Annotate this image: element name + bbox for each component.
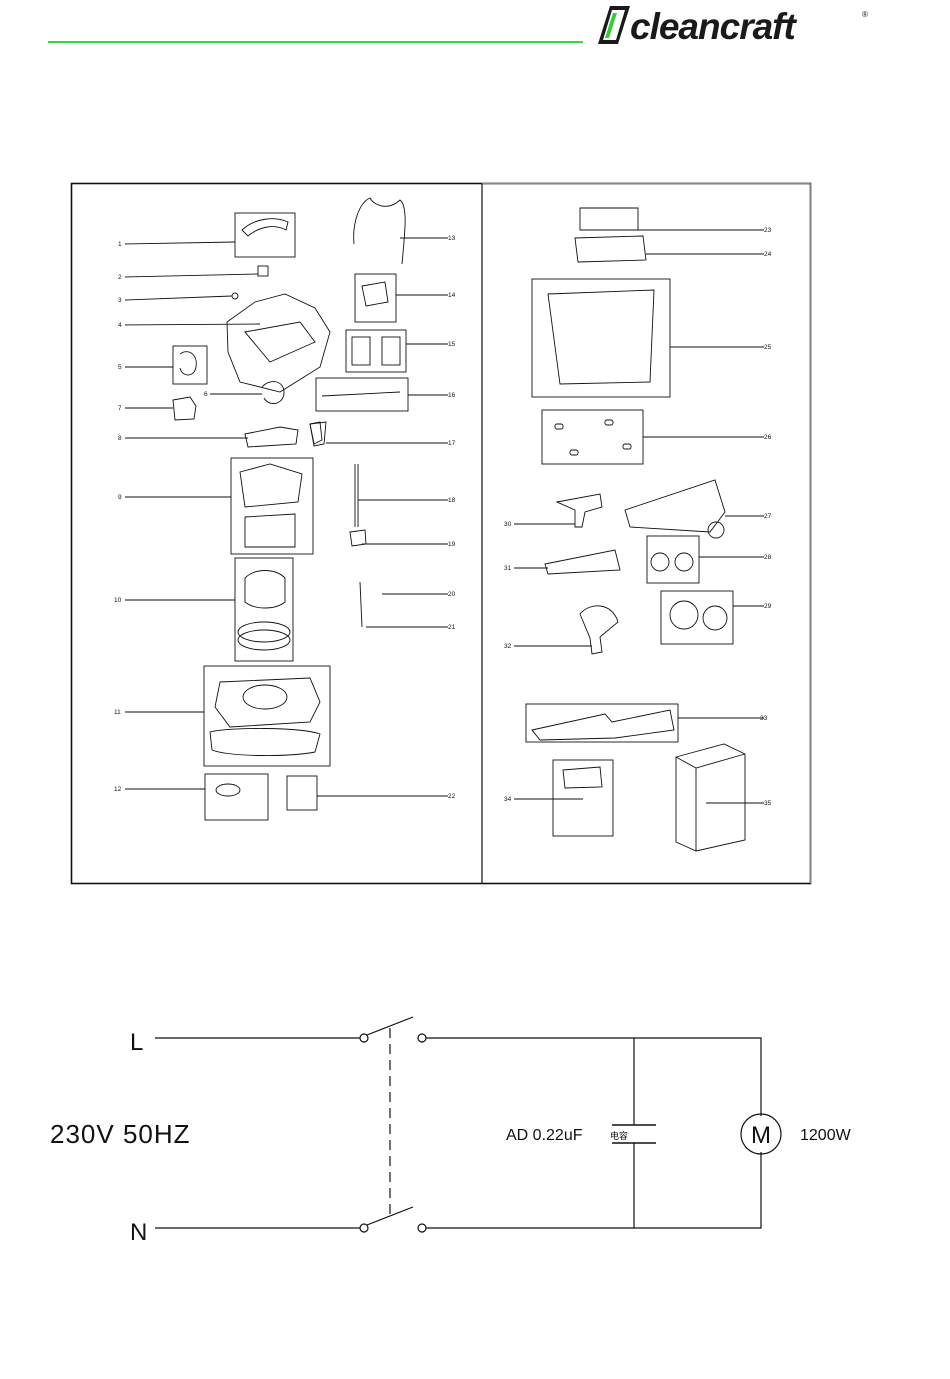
part-label-27: 27 bbox=[764, 513, 772, 520]
part-label-24: 24 bbox=[764, 251, 772, 258]
part-label-32: 32 bbox=[504, 643, 512, 650]
part-label-15: 15 bbox=[448, 341, 456, 348]
brand-name: cleancraft bbox=[630, 6, 795, 48]
wiring-diagram: L N 230V 50HZ AD 0.22uF 电容 M 1200W bbox=[40, 1000, 920, 1260]
part-label-20: 20 bbox=[448, 591, 456, 598]
part-label-19: 19 bbox=[448, 541, 456, 548]
part-label-30: 30 bbox=[504, 521, 512, 528]
exploded-view-figure: 1 2 3 4 5 6 7 8 9 10 11 12 13 14 15 16 1… bbox=[70, 182, 812, 885]
part-label-34: 34 bbox=[504, 796, 512, 803]
part-label-17: 17 bbox=[448, 440, 456, 447]
part-label-16: 16 bbox=[448, 392, 456, 399]
part-label-33: 33 bbox=[760, 715, 768, 722]
header-rule bbox=[48, 41, 583, 43]
part-label-21: 21 bbox=[448, 624, 456, 631]
part-label-22: 22 bbox=[448, 793, 456, 800]
part-label-5: 5 bbox=[118, 364, 122, 371]
exploded-parts-diagram: 1 2 3 4 5 6 7 8 9 10 11 12 13 14 15 16 1… bbox=[70, 182, 812, 885]
part-label-8: 8 bbox=[118, 435, 122, 442]
capacitor-suffix: 电容 bbox=[610, 1130, 628, 1141]
part-label-12: 12 bbox=[114, 786, 122, 793]
part-label-14: 14 bbox=[448, 292, 456, 299]
supply-label: 230V 50HZ bbox=[50, 1119, 191, 1149]
part-label-2: 2 bbox=[118, 274, 122, 281]
part-label-35: 35 bbox=[764, 800, 772, 807]
part-label-28: 28 bbox=[764, 554, 772, 561]
part-label-25: 25 bbox=[764, 344, 772, 351]
motor-power-label: 1200W bbox=[800, 1127, 852, 1144]
logo-mark-icon bbox=[596, 4, 630, 46]
part-label-23: 23 bbox=[764, 227, 772, 234]
part-label-6: 6 bbox=[204, 391, 208, 398]
registered-mark: ® bbox=[862, 10, 868, 19]
part-label-31: 31 bbox=[504, 565, 512, 572]
neutral-label: N bbox=[130, 1219, 147, 1246]
part-label-29: 29 bbox=[764, 603, 772, 610]
part-label-4: 4 bbox=[118, 322, 122, 329]
wiring-schematic: L N 230V 50HZ AD 0.22uF 电容 M 1200W bbox=[40, 1000, 920, 1260]
part-label-9: 9 bbox=[118, 494, 122, 501]
brand-logo: cleancraft ® bbox=[596, 4, 876, 48]
part-label-11: 11 bbox=[114, 709, 121, 716]
part-label-7: 7 bbox=[118, 405, 122, 412]
capacitor-label: AD 0.22uF bbox=[506, 1127, 583, 1144]
part-label-26: 26 bbox=[764, 434, 772, 441]
part-label-13: 13 bbox=[448, 235, 456, 242]
part-label-3: 3 bbox=[118, 297, 122, 304]
part-label-18: 18 bbox=[448, 497, 456, 504]
part-label-1: 1 bbox=[118, 241, 122, 248]
part-label-10: 10 bbox=[114, 597, 122, 604]
motor-symbol: M bbox=[751, 1122, 771, 1149]
line-label: L bbox=[130, 1029, 143, 1056]
